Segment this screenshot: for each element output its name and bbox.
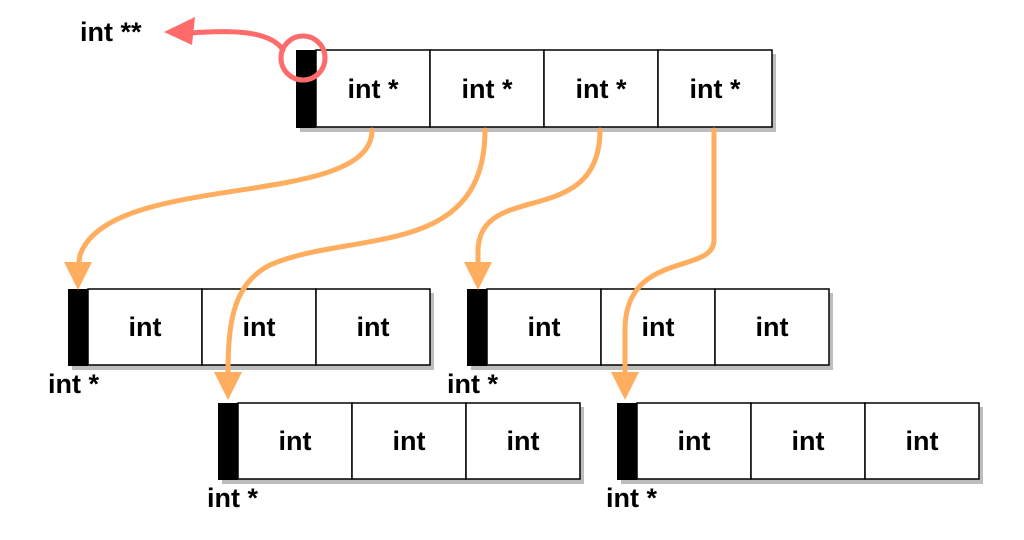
cell-label: int *: [462, 74, 513, 104]
cell-label: int: [528, 312, 561, 342]
sub-array-4: [617, 402, 983, 484]
cell-label: int: [507, 426, 540, 456]
pointer-label: int **: [80, 17, 142, 47]
cell-label: int: [129, 312, 162, 342]
sub-array-label: int *: [207, 483, 258, 513]
cell-label: int: [756, 312, 789, 342]
array-header-bar: [296, 50, 316, 128]
cell-label: int: [792, 426, 825, 456]
orange-pointer-arrows: [64, 127, 717, 400]
cell-label: int: [678, 426, 711, 456]
cell-label: int: [906, 426, 939, 456]
sub-array-3: [218, 402, 584, 484]
cell-label: int: [279, 426, 312, 456]
sub-array-label: int *: [447, 369, 498, 399]
cell-label: int *: [576, 74, 627, 104]
cell-label: int: [393, 426, 426, 456]
sub-array-label: int *: [606, 483, 657, 513]
cell-label: int: [357, 312, 390, 342]
sub-array-2: [467, 288, 833, 370]
sub-array-label: int *: [48, 369, 99, 399]
cell-label: int *: [348, 74, 399, 104]
arrow-head-icon: [164, 17, 195, 45]
sub-array-1: [68, 288, 434, 370]
double-pointer-highlight: [164, 17, 328, 83]
cell-label: int: [243, 312, 276, 342]
cell-label: int *: [690, 74, 741, 104]
highlight-circle: [278, 33, 328, 83]
top-pointer-array: int * int * int * int *: [296, 49, 776, 132]
cell-label: int: [642, 312, 675, 342]
